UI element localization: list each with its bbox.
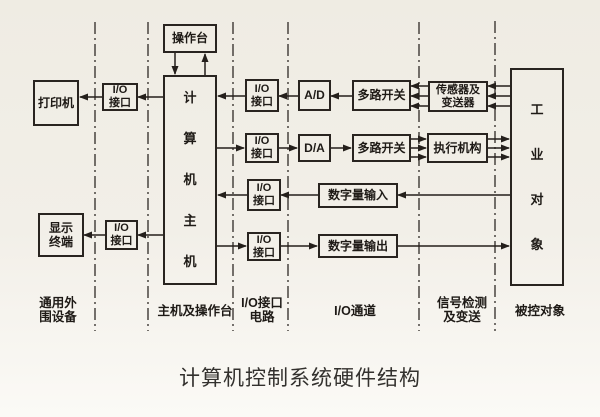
diagram-title: 计算机控制系统硬件结构: [179, 367, 421, 390]
host-char: 主: [183, 213, 197, 228]
console-host-arrows: [171, 53, 209, 75]
io-interface-line2: 电路: [249, 310, 275, 325]
display-terminal-box: 显示 终端: [38, 213, 84, 257]
industry-char: 工: [530, 102, 544, 117]
adc-row-connectors: [217, 82, 510, 110]
peripherals-line2: 围设备: [39, 310, 77, 325]
io-label-line1: I/O: [256, 233, 272, 246]
section-label-io-channel: I/O通道: [334, 304, 376, 318]
io-label-line1: I/O: [112, 84, 128, 97]
ad-label: A/D: [304, 88, 325, 103]
section-label-host-console: 主机及操作台: [157, 304, 233, 318]
io-label-line2: 接口: [253, 246, 275, 259]
industry-char: 对: [530, 192, 544, 207]
console-box: 操作台: [163, 24, 217, 53]
io-label-line2: 接口: [109, 97, 131, 109]
sensor-label-line1: 传感器及: [436, 83, 480, 96]
io-label-line1: I/O: [254, 135, 270, 148]
io-label-line1: I/O: [114, 222, 129, 235]
sensor-transmitter-box: 传感器及 变送器: [428, 81, 488, 112]
industry-char: 业: [530, 147, 544, 162]
io-interface-box-display: I/O 接口: [105, 220, 138, 250]
io-label-line2: 接口: [251, 95, 273, 108]
section-label-controlled: 被控对象: [514, 304, 565, 318]
digital-output-label: 数字量输出: [327, 238, 388, 253]
io-label-line1: I/O: [254, 82, 270, 95]
host-char: 算: [183, 131, 197, 146]
io-interface-box-printer: I/O 接口: [102, 83, 138, 111]
printer-box: 打印机: [33, 80, 79, 126]
digital-output-box: 数字量输出: [318, 234, 398, 258]
io-label-line2: 接口: [253, 195, 275, 207]
io-label-line2: 接口: [110, 235, 133, 247]
display-label-line1: 显示: [48, 220, 73, 235]
io-label-line1: I/O: [256, 182, 272, 195]
da-label: D/A: [304, 140, 325, 155]
io-interface-box-dac: I/O 接口: [245, 133, 279, 163]
digital-input-box: 数字量输入: [318, 183, 398, 208]
da-converter-box: D/A: [298, 134, 331, 162]
peripherals-line1: 通用外: [39, 296, 77, 310]
actuator-label: 执行机构: [433, 140, 482, 155]
sensor-label-line2: 变送器: [441, 96, 475, 109]
multiplexer-box-2: 多路开关: [352, 134, 411, 162]
dac-row-connectors: [217, 135, 510, 161]
console-label: 操作台: [171, 31, 208, 46]
section-divider-lines: [94, 21, 496, 331]
display-label-line2: 终端: [48, 235, 73, 249]
multiplexer-box-1: 多路开关: [352, 80, 411, 111]
industry-char: 象: [530, 237, 544, 252]
host-char: 计: [183, 90, 197, 105]
actuator-box: 执行机构: [427, 133, 488, 163]
mux1-label: 多路开关: [357, 88, 406, 103]
io-interface-line1: I/O接口: [241, 296, 283, 310]
io-interface-box-adc: I/O 接口: [245, 79, 279, 112]
ad-converter-box: A/D: [298, 80, 331, 111]
signal-line2: 及变送: [443, 310, 481, 325]
industrial-object-box: 工 业 对 象: [510, 68, 564, 286]
section-label-peripherals: 通用外 围设备: [16, 296, 100, 325]
host-char: 机: [183, 254, 197, 269]
section-label-io-interface: I/O接口 电路: [234, 296, 290, 325]
host-box: 计 算 机 主 机: [163, 75, 217, 285]
printer-label: 打印机: [37, 95, 74, 110]
io-interface-box-digital-in: I/O 接口: [247, 179, 281, 211]
io-interface-box-digital-out: I/O 接口: [247, 232, 281, 261]
section-label-signal: 信号检测 及变送: [428, 296, 496, 325]
digital-input-label: 数字量输入: [327, 188, 388, 203]
host-char: 机: [183, 172, 197, 187]
mux2-label: 多路开关: [357, 140, 406, 155]
signal-line1: 信号检测: [436, 296, 487, 310]
io-label-line2: 接口: [251, 148, 273, 160]
